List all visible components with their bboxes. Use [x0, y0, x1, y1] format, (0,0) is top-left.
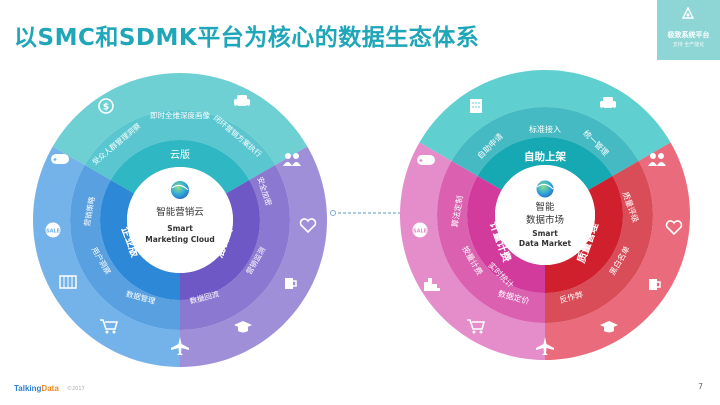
left-inner-sector-cloud	[110, 140, 250, 194]
graduation-icon	[234, 321, 252, 333]
beer-icon	[649, 279, 661, 290]
right-middle-sector-top	[451, 107, 639, 176]
logo-text-data: Data	[41, 384, 59, 393]
cart-icon	[467, 319, 486, 334]
gamepad-icon	[51, 154, 69, 164]
right-center-title2: 数据市场	[526, 214, 564, 226]
dollar-icon: $	[98, 98, 114, 114]
left-center-en2: Marketing Cloud	[145, 235, 215, 244]
city-icon	[424, 278, 440, 291]
left-outer-sector-left	[32, 146, 180, 367]
left-middle-sector-left	[70, 165, 180, 330]
svg-text:$: $	[103, 103, 109, 113]
car-icon	[234, 95, 250, 109]
left-middle-ring	[70, 110, 290, 330]
right-outer-sector-right	[545, 142, 690, 360]
right-middle-sector-left	[437, 161, 545, 323]
beer-icon	[285, 278, 297, 289]
left-center-disc	[127, 167, 233, 273]
badge-subtitle: 支持 全产能化	[672, 42, 705, 48]
left-outer-label: 即时全维深度画像	[150, 110, 210, 120]
badge-title: 极致系统平台	[667, 31, 710, 39]
left-inner-label-cloud: 云版	[170, 148, 190, 161]
left-center-en1: Smart	[167, 224, 193, 233]
right-inner-sector-quality	[545, 176, 623, 293]
sale-tag-icon: SALE	[412, 222, 428, 238]
brand-badge: 极致系统平台 支持 全产能化	[657, 0, 720, 60]
page-number: 7	[698, 382, 704, 391]
building-icon	[470, 99, 482, 113]
footer-note: ©2017	[67, 386, 85, 392]
right-inner-sector-self-listing	[477, 137, 613, 190]
right-outer-sector-left	[399, 142, 545, 360]
right-diagram: 智能 数据市场 Smart Data Market 自助上架 质量管理 计量计费…	[399, 70, 690, 360]
right-middle-sector-right	[545, 161, 654, 323]
left-inner-sector-hybrid	[180, 180, 260, 300]
right-outer-ring	[399, 70, 690, 360]
right-inner-sector-billing	[467, 176, 545, 293]
right-center-en2: Data Market	[519, 239, 572, 248]
cart-icon	[100, 319, 119, 334]
right-center-title1: 智能	[535, 201, 555, 213]
right-inner-ring	[467, 137, 623, 293]
connector-start-dot	[330, 210, 336, 216]
left-outer-sector-right	[180, 146, 327, 367]
left-inner-sector-enterprise	[99, 180, 180, 300]
page-title: 以SMC和SDMK平台为核心的数据生态体系	[14, 25, 480, 51]
talkingdata-logo: TalkingData	[14, 384, 59, 393]
airplane-icon	[171, 337, 189, 355]
right-globe-icon	[536, 180, 554, 198]
graduation-icon	[600, 321, 618, 333]
heart-icon	[299, 218, 317, 234]
left-inner-ring	[99, 140, 260, 300]
svg-text:SALE: SALE	[413, 229, 428, 235]
right-middle-ring	[437, 107, 654, 323]
logo-icon	[681, 7, 695, 19]
right-center-en1: Smart	[532, 229, 558, 238]
heart-icon	[665, 220, 683, 236]
left-middle-sector-right	[180, 165, 290, 330]
right-center-disc	[495, 165, 595, 265]
svg-text:SALE: SALE	[46, 229, 61, 235]
people-icon	[283, 153, 301, 166]
left-globe-icon	[171, 181, 189, 199]
left-middle-sector-top	[84, 110, 276, 180]
right-outer-label: 标准接入	[529, 124, 561, 134]
people-icon	[648, 153, 666, 166]
right-outer-sector-top	[419, 70, 671, 161]
airplane-icon	[536, 337, 554, 355]
sale-tag-icon: SALE	[45, 222, 61, 238]
building-icon	[59, 275, 77, 289]
right-inner-label-self-listing: 自助上架	[524, 150, 566, 163]
left-center-title: 智能营销云	[156, 206, 204, 218]
left-diagram: 智能营销云 Smart Marketing Cloud 云版 混合云 企业版 即…	[32, 73, 327, 367]
gamepad-icon	[417, 155, 435, 165]
logo-text-talking: Talking	[14, 384, 42, 393]
car-icon	[600, 97, 616, 111]
